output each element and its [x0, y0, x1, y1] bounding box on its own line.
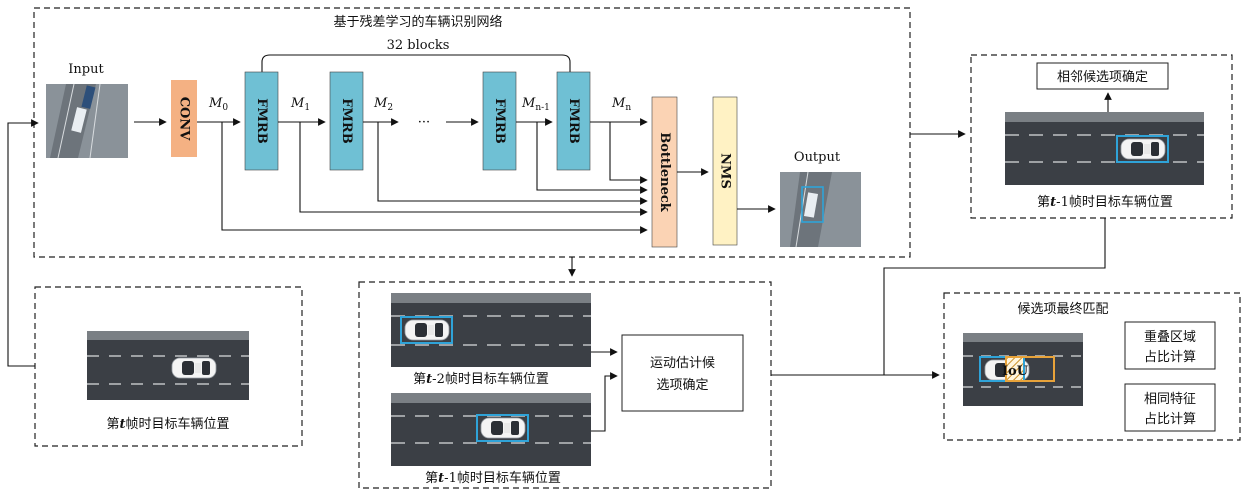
- motion-line-2: 选项确定: [656, 378, 708, 393]
- m1-label: M1: [290, 96, 310, 113]
- motion-estimation-box: [622, 335, 743, 411]
- mn1-label: Mn-1: [521, 96, 550, 113]
- caption-t-2: 第t-2帧时目标车辆位置: [413, 371, 549, 387]
- conv-label: CONV: [177, 97, 192, 142]
- right-caption: 第t-1帧时目标车辆位置: [1037, 194, 1173, 210]
- input-image: [46, 84, 128, 158]
- m2-label: M2: [373, 96, 393, 113]
- output-label: Output: [794, 150, 841, 165]
- frame-t-2-image: [391, 293, 591, 367]
- motion-line-1: 运动估计候: [650, 356, 715, 371]
- input-label: Input: [68, 62, 104, 77]
- blocks-label: 32 blocks: [387, 38, 450, 53]
- iou-label: IoU: [1002, 364, 1029, 379]
- output-image: [780, 172, 861, 247]
- bottleneck-label: Bottleneck: [657, 132, 672, 213]
- fmrb-label-3: FMRB: [492, 98, 507, 143]
- fmrb-label-4: FMRB: [566, 98, 581, 143]
- match-title: 候选项最终匹配: [1017, 301, 1108, 317]
- frame-t-1-image-right: [1005, 112, 1204, 185]
- feature-line-2: 占比计算: [1144, 412, 1196, 427]
- mn-label: Mn: [611, 96, 631, 113]
- fmrb-label-1: FMRB: [254, 98, 269, 143]
- network-panel: [34, 8, 910, 257]
- current-frame-caption: 第t帧时目标车辆位置: [106, 416, 229, 432]
- overlap-line-2: 占比计算: [1144, 350, 1196, 365]
- ellipsis: ···: [418, 115, 430, 130]
- overlap-line-1: 重叠区域: [1144, 329, 1196, 345]
- neighbor-box-label: 相邻候选项确定: [1057, 70, 1148, 85]
- frame-t-1-image-middle: [391, 393, 591, 466]
- network-title: 基于残差学习的车辆识别网络: [333, 14, 502, 30]
- blocks-bracket: [262, 55, 570, 72]
- nms-label: NMS: [718, 153, 733, 189]
- feature-line-1: 相同特征: [1144, 392, 1196, 407]
- caption-t-1: 第t-1帧时目标车辆位置: [425, 470, 561, 486]
- fmrb-label-2: FMRB: [339, 98, 354, 143]
- frame-t-image: [87, 331, 249, 400]
- m0-label: M0: [208, 96, 228, 113]
